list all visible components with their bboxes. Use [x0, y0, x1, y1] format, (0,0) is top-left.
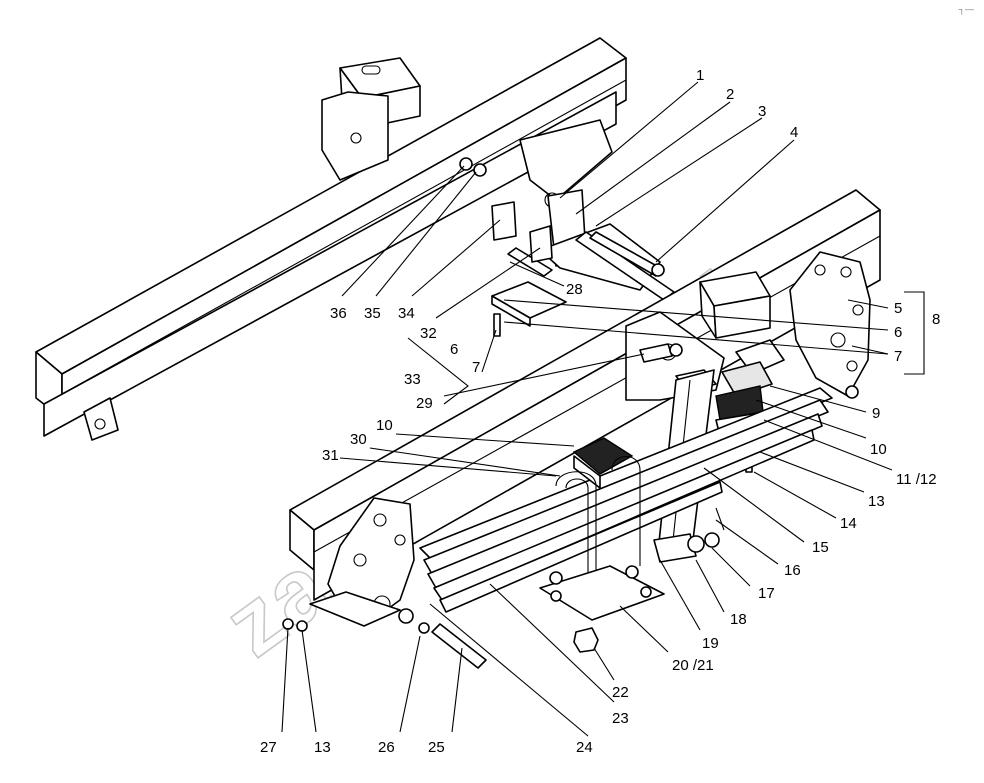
pad-6 — [491, 281, 567, 327]
callout-4: 4 — [790, 124, 798, 141]
stabilizer-rod — [575, 231, 675, 301]
callout-1: 1 — [696, 67, 704, 84]
front-spring-bracket — [309, 497, 415, 627]
callout-2: 2 — [726, 86, 734, 103]
callout-11-12: 11 /12 — [896, 471, 937, 488]
callout-27: 27 — [260, 739, 277, 756]
callout-23: 23 — [612, 710, 629, 727]
callout-13a: 13 — [868, 493, 885, 510]
plate-34 — [491, 201, 517, 241]
far-bracket-rear — [321, 57, 421, 181]
callout-26: 26 — [378, 739, 395, 756]
callout-10a: 10 — [870, 441, 887, 458]
callout-13b: 13 — [314, 739, 331, 756]
callout-16: 16 — [784, 562, 801, 579]
callout-25: 25 — [428, 739, 445, 756]
callout-31: 31 — [322, 447, 339, 464]
callout-7a: 7 — [894, 348, 902, 365]
callout-32: 32 — [420, 325, 437, 342]
callout-20-21: 20 /21 — [672, 657, 714, 674]
pin-25 — [418, 622, 487, 669]
callout-3: 3 — [758, 103, 766, 120]
leader-lines — [281, 81, 925, 737]
callout-34: 34 — [398, 305, 415, 322]
callout-30: 30 — [350, 431, 367, 448]
leaf-spring-pack — [419, 387, 833, 613]
pin-28 — [507, 247, 553, 277]
callout-22: 22 — [612, 684, 629, 701]
callout-29: 29 — [416, 395, 433, 412]
rear-spring-bracket — [789, 251, 871, 399]
callout-9: 9 — [872, 405, 880, 422]
callout-14: 14 — [840, 515, 857, 532]
callout-35: 35 — [364, 305, 381, 322]
frame-rail-left — [35, 37, 627, 441]
bolt-29 — [639, 343, 683, 363]
callout-5: 5 — [894, 300, 902, 317]
callout-15: 15 — [812, 539, 829, 556]
callout-6b: 6 — [450, 341, 458, 358]
corner-mark: ┐— — [958, 4, 974, 14]
bolt-7 — [493, 313, 501, 337]
nut-22 — [573, 627, 599, 653]
callout-8: 8 — [932, 311, 940, 328]
callout-33: 33 — [404, 371, 421, 388]
callout-10b: 10 — [376, 417, 393, 434]
callout-36: 36 — [330, 305, 347, 322]
callout-labels: 1 2 3 4 5 6 7 8 9 10 11 /12 13 14 15 16 … — [260, 67, 940, 756]
callout-17: 17 — [758, 585, 775, 602]
callout-28: 28 — [566, 281, 583, 298]
plate-32 — [529, 225, 553, 263]
callout-24: 24 — [576, 739, 593, 756]
callout-19: 19 — [702, 635, 719, 652]
callout-18: 18 — [730, 611, 747, 628]
callout-7b: 7 — [472, 359, 480, 376]
u-bolt-assembly — [539, 437, 665, 621]
callout-6a: 6 — [894, 324, 902, 341]
